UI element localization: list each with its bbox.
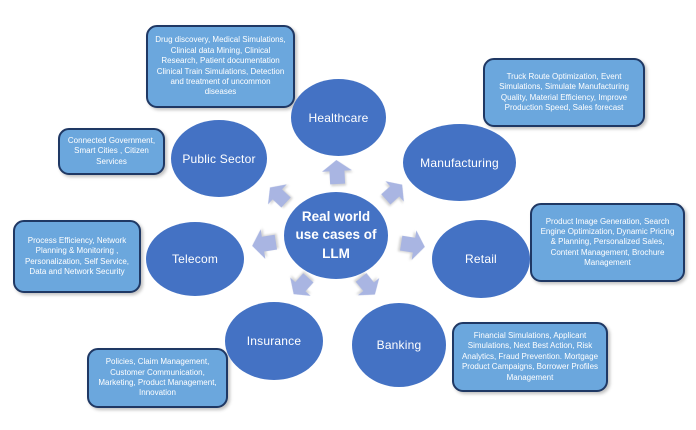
telecom-details-box: Process Efficiency, Network Planning & M… [13,220,141,293]
public-sector-node: Public Sector [171,120,267,197]
manufacturing-details-box: Truck Route Optimization, Event Simulati… [483,58,645,127]
retail-details-box: Product Image Generation, Search Engine … [530,203,685,282]
arrow-to-banking-icon [350,269,386,304]
banking-node: Banking [352,303,446,387]
public-sector-details-box: Connected Government, Smart Cities , Cit… [58,128,165,175]
telecom-details-text: Process Efficiency, Network Planning & M… [24,235,130,276]
center-node: Real world use cases of LLM [284,192,388,279]
manufacturing-label: Manufacturing [420,155,499,170]
insurance-node: Insurance [225,302,323,380]
retail-label: Retail [465,252,497,266]
public-sector-label: Public Sector [182,151,256,166]
arrow-to-public-sector-icon [260,177,295,212]
banking-label: Banking [376,338,422,352]
arrow-to-manufacturing-icon [376,174,411,210]
manufacturing-node: Manufacturing [403,124,516,201]
arrow-to-insurance-icon [283,268,319,303]
center-title: Real world use cases of LLM [295,209,377,261]
retail-node: Retail [432,220,530,298]
healthcare-node: Healthcare [291,79,386,156]
telecom-node: Telecom [146,222,244,296]
retail-details-text: Product Image Generation, Search Engine … [540,216,675,268]
insurance-label: Insurance [246,334,302,348]
healthcare-label: Healthcare [308,110,369,125]
banking-details-text: Financial Simulations, Applicant Simulat… [461,331,599,382]
banking-details-box: Financial Simulations, Applicant Simulat… [452,322,608,392]
arrow-to-retail-icon [399,228,427,261]
manufacturing-details-text: Truck Route Optimization, Event Simulati… [499,71,629,112]
arrow-to-healthcare-icon [321,159,352,185]
telecom-label: Telecom [171,252,219,266]
healthcare-details-text: Drug discovery, Medical Simulations, Cli… [155,35,286,97]
insurance-details-text: Policies, Claim Management, Customer Com… [98,357,217,398]
arrow-to-telecom-icon [250,227,278,260]
insurance-details-box: Policies, Claim Management, Customer Com… [87,348,228,408]
healthcare-details-box: Drug discovery, Medical Simulations, Cli… [146,25,295,108]
public-sector-details-text: Connected Government, Smart Cities , Cit… [67,135,156,166]
